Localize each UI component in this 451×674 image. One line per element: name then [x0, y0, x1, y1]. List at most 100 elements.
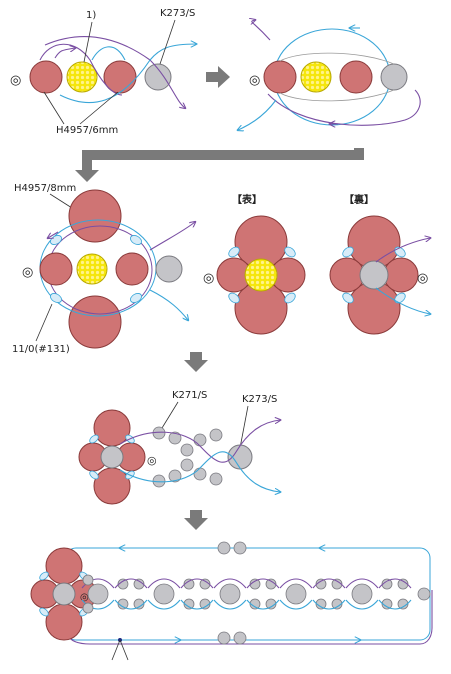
small-gray-bead	[183, 578, 195, 590]
blue-thread	[246, 599, 280, 610]
gray-bead	[100, 445, 124, 469]
small-gray-bead	[417, 587, 431, 601]
start-marker-icon: ◎	[10, 72, 21, 87]
blue-thread	[312, 599, 346, 610]
small-gray-bead	[265, 598, 277, 610]
seed-bead	[130, 235, 142, 245]
gray-bead	[227, 444, 253, 470]
pink-bead	[383, 257, 419, 293]
purple-thread	[81, 578, 115, 589]
yellow-bead	[244, 258, 278, 292]
bead-chain	[81, 574, 431, 614]
small-gray-bead	[152, 426, 166, 440]
small-gray-bead	[315, 598, 327, 610]
step-marker-label: 1)	[86, 10, 96, 21]
gray-bead	[351, 583, 373, 605]
arrow-down-icon	[184, 352, 208, 372]
pink-bead	[93, 467, 131, 505]
seed-bead	[89, 470, 99, 480]
blue-thread	[147, 599, 181, 610]
small-gray-bead	[381, 598, 393, 610]
start-marker-icon: ◎	[147, 455, 157, 467]
small-gray-bead	[249, 578, 261, 590]
purple-thread	[119, 420, 280, 463]
blue-thread	[114, 599, 148, 610]
seed-bead	[50, 293, 62, 303]
purple-thread	[378, 578, 412, 589]
arrow-down-icon	[184, 510, 208, 530]
purple-thread	[267, 89, 421, 126]
seed-11-0-label: 11/0(#131)	[12, 344, 70, 355]
back-label: 【裏】	[344, 193, 374, 206]
blue-thread	[213, 599, 247, 610]
start-marker-icon: ◎	[203, 270, 214, 285]
small-gray-bead	[152, 474, 166, 488]
blue-thread	[279, 599, 313, 610]
gray-bead	[52, 582, 76, 606]
seed-bead	[39, 571, 49, 581]
purple-thread	[375, 238, 430, 263]
gray-bead	[155, 255, 183, 283]
small-gray-bead	[82, 602, 94, 614]
leader-line	[49, 193, 73, 209]
small-gray-bead	[233, 631, 247, 645]
pink-bead	[45, 547, 83, 585]
blue-thread	[81, 599, 115, 610]
small-gray-bead	[315, 578, 327, 590]
gray-bead	[153, 583, 175, 605]
pink-bead	[45, 603, 83, 641]
pink-bead	[39, 252, 73, 286]
purple-thread	[312, 578, 346, 589]
leader-line	[239, 405, 249, 449]
small-gray-bead	[331, 598, 343, 610]
small-gray-bead	[209, 472, 223, 486]
step1-right-figure: ◎	[238, 20, 421, 130]
gray-bead	[359, 260, 389, 290]
start-marker-icon: ◎	[417, 270, 428, 285]
gray-bead	[380, 63, 408, 91]
yellow-bead	[76, 253, 108, 285]
purple-thread	[180, 578, 214, 589]
seed-bead	[284, 246, 296, 258]
gray-bead	[87, 583, 109, 605]
small-gray-bead	[199, 578, 211, 590]
blue-thread	[238, 99, 277, 130]
pink-bead	[115, 252, 149, 286]
small-gray-bead	[233, 541, 247, 555]
h4957-6mm-label: H4957/6mm	[56, 125, 118, 136]
seed-bead	[89, 434, 99, 444]
purple-thread	[345, 578, 379, 589]
pink-bead	[29, 60, 63, 94]
pink-bead	[329, 257, 365, 293]
purple-thread	[54, 48, 75, 59]
small-gray-bead	[133, 598, 145, 610]
leader-line	[35, 303, 53, 342]
k273s-top-label: K273/S	[160, 8, 195, 19]
seed-bead	[342, 292, 354, 304]
blue-thread-loop	[65, 547, 431, 641]
small-gray-bead	[265, 578, 277, 590]
small-gray-bead	[133, 578, 145, 590]
small-gray-bead	[82, 574, 94, 586]
start-marker-icon: ◎	[80, 592, 89, 603]
blue-thread	[149, 289, 188, 320]
leader-line	[43, 91, 65, 125]
thread-path	[279, 52, 395, 65]
pink-bead	[68, 295, 122, 349]
small-gray-bead	[209, 428, 223, 442]
blue-thread	[91, 46, 126, 61]
purple-thread	[114, 578, 148, 589]
h4957-8mm-label: H4957/8mm	[14, 183, 76, 194]
start-marker-icon: ◎	[249, 72, 260, 87]
small-gray-bead	[117, 578, 129, 590]
k273s-mid-label: K273/S	[242, 394, 277, 405]
small-gray-bead	[183, 598, 195, 610]
purple-thread	[246, 578, 280, 589]
purple-thread	[213, 578, 247, 589]
thread-end-line	[119, 639, 129, 661]
gray-bead	[219, 583, 241, 605]
purple-thread	[147, 578, 181, 589]
seed-bead	[50, 235, 62, 245]
pink-bead	[93, 409, 131, 447]
